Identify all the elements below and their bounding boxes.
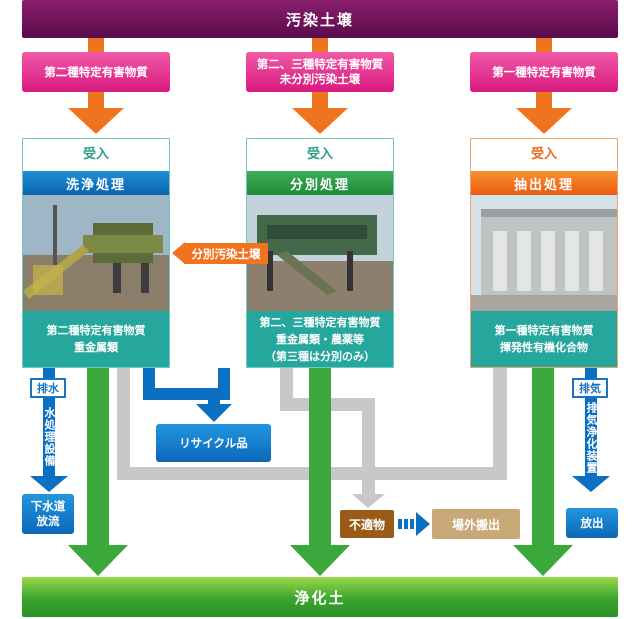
target-extraction: 第一種特定有害物質 揮発性有機化合物 xyxy=(471,311,617,367)
panel-extraction: 受入 抽出処理 第一種特定有害物質 揮発性有機化合物 xyxy=(470,138,618,368)
top-banner: 汚染土壌 xyxy=(22,0,618,38)
drainage-label: 排水 xyxy=(30,378,66,398)
output-arrows xyxy=(68,365,573,576)
exhaust-purifier: 排気浄化装置 xyxy=(579,402,603,474)
release-box: 放出 xyxy=(566,508,618,538)
sorted-soil-arrow xyxy=(172,242,185,264)
target-washing: 第二種特定有害物質 重金属類 xyxy=(23,311,169,367)
input-label-type1: 第一種特定有害物質 xyxy=(470,52,618,92)
water-treatment-facility: 水処理設備 xyxy=(37,402,61,472)
unsuitable-box: 不適物 xyxy=(340,510,394,538)
dotted-arrow xyxy=(398,512,430,536)
bottom-banner: 浄化土 xyxy=(22,577,618,617)
target-sorting: 第二、三種特定有害物質 重金属類・農薬等 （第三種は分別のみ） xyxy=(247,311,393,367)
exhaust-label: 排気 xyxy=(572,378,608,398)
input-label-type2-3: 第二、三種特定有害物質 未分別汚染土壌 xyxy=(246,52,394,92)
panel-washing: 受入 洗浄処理 第二種特定有害物質 重金属類 xyxy=(22,138,170,368)
water-treatment-text: 水処理設備 xyxy=(43,407,56,467)
recycle-path xyxy=(143,368,232,422)
offsite-box: 場外搬出 xyxy=(432,509,520,539)
process-title-washing: 洗浄処理 xyxy=(23,171,169,195)
extraction-building-photo xyxy=(471,195,617,311)
panel-sorting: 受入 分別処理 第二、三種特定有害物質 重金属類・農薬等 （第三種は分別のみ） xyxy=(246,138,394,368)
receive-label: 受入 xyxy=(306,146,333,162)
exhaust-purifier-text: 排気浄化装置 xyxy=(585,402,598,474)
sorting-plant-photo xyxy=(247,195,393,311)
sorted-soil-label: 分別汚染土壌 xyxy=(184,243,268,264)
process-title-extraction: 抽出処理 xyxy=(471,171,617,195)
input-arrows xyxy=(68,38,572,134)
sewer-outlet: 下水道 放流 xyxy=(22,494,74,534)
receive-label: 受入 xyxy=(82,146,109,162)
recycle-box: リサイクル品 xyxy=(156,424,271,462)
receive-label: 受入 xyxy=(530,146,557,162)
input-label-type2: 第二種特定有害物質 xyxy=(22,52,170,92)
washing-plant-photo xyxy=(23,195,169,311)
process-title-sorting: 分別処理 xyxy=(247,171,393,195)
